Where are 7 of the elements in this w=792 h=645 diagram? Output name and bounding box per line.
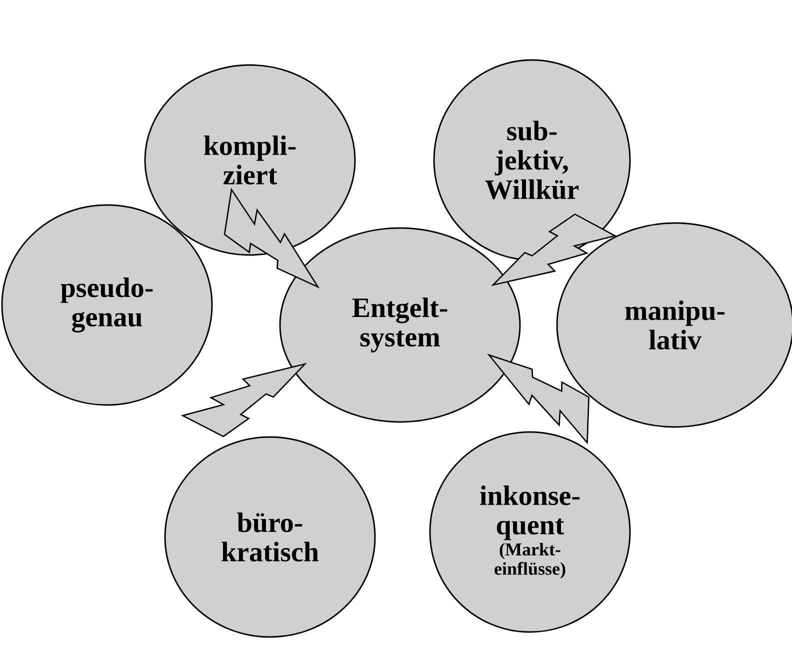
oval-bubble: inkonse- quent (Markt- einflüsse): [429, 431, 631, 633]
oval-bubble: büro- kratisch: [164, 436, 376, 638]
oval-bubble: manipu- lativ: [556, 222, 792, 428]
oval-bubble: kompli- ziert: [144, 64, 356, 256]
oval-bubble: pseudo- genau: [1, 204, 213, 406]
oval-bubble: sub- jektiv, Willkür: [433, 59, 631, 261]
oval-bubble: Entgelt- system: [279, 227, 521, 423]
